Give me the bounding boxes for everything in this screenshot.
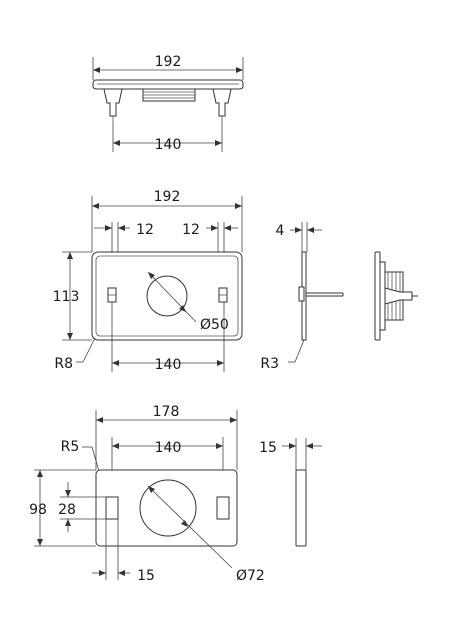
gasket-height-label: 98 — [29, 502, 47, 518]
side-pin-hub — [298, 286, 305, 302]
front-view: 192 12 12 113 — [53, 189, 243, 373]
front-slot-right-label: 12 — [182, 222, 200, 238]
gasket-side-body — [295, 469, 307, 547]
right-pin — [212, 88, 232, 117]
front-corner-radius-label: R8 — [54, 356, 73, 372]
front-slot-left-label: 12 — [136, 222, 154, 238]
gasket-hole-diameter-label: Ø72 — [236, 568, 265, 584]
front-width-label: 192 — [154, 189, 181, 205]
gasket-width-label: 178 — [153, 404, 180, 420]
assembly-plate — [374, 251, 381, 341]
gasket-corner-radius-label: R5 — [61, 439, 80, 455]
side-thickness-label: 4 — [276, 223, 285, 239]
gasket-center-hole — [139, 479, 197, 537]
side-view: 4 R3 — [260, 222, 344, 372]
gasket-slot-width-label: 15 — [137, 568, 155, 584]
assembly-pin — [384, 287, 413, 305]
top-view: 192 140 — [92, 54, 244, 153]
gasket-right-slot — [216, 496, 230, 520]
top-width-label: 192 — [155, 54, 182, 70]
gasket-slot-height-label: 28 — [58, 502, 76, 518]
gasket-side-view: 15 — [259, 438, 322, 547]
gasket-view: 178 140 R5 98 28 — [29, 404, 265, 584]
assembly-gasket — [379, 261, 386, 331]
front-hole-diameter-label: Ø50 — [200, 317, 229, 333]
side-assembly-view — [374, 251, 418, 341]
front-slot-spacing-label: 140 — [155, 357, 182, 373]
side-edge-radius-label: R3 — [260, 356, 279, 372]
front-height-label: 113 — [53, 289, 80, 305]
top-pin-spacing-label: 140 — [155, 137, 182, 153]
gasket-left-slot — [105, 496, 119, 520]
front-center-hole — [146, 275, 188, 317]
top-plate — [92, 79, 244, 90]
gasket-slot-spacing-label: 140 — [155, 440, 182, 456]
left-pin — [103, 88, 123, 117]
gasket-thickness-label: 15 — [259, 440, 277, 456]
